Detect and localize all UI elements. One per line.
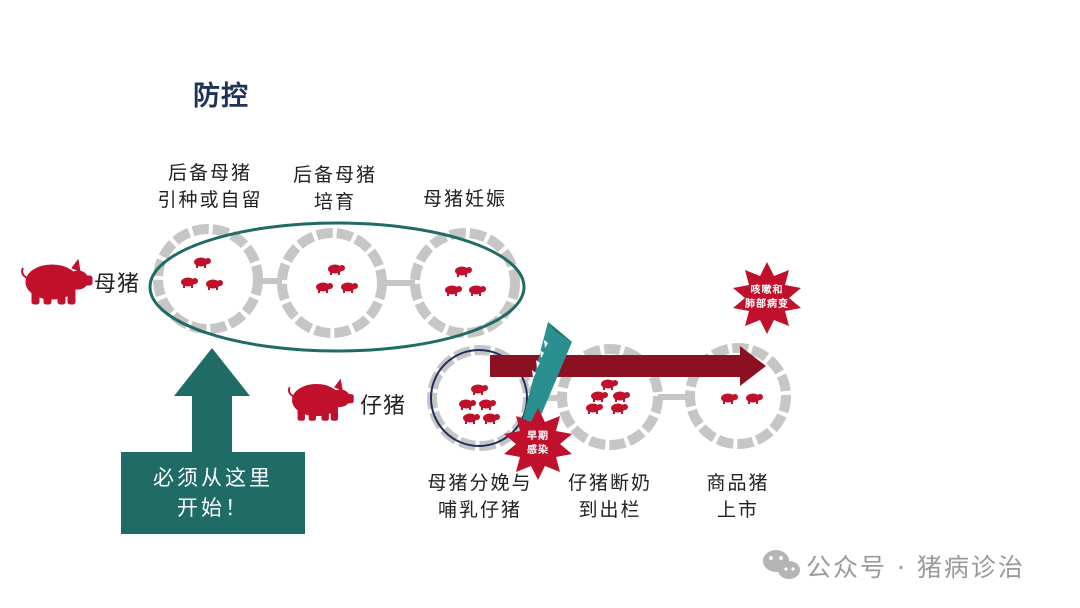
row-label-piglet: 仔猪 xyxy=(360,394,407,419)
wechat-icon xyxy=(763,550,800,579)
page-title: 防控 xyxy=(193,81,249,112)
stage-label-line: 后备母猪 xyxy=(292,164,377,186)
stage-label-line: 母猪分娩与 xyxy=(427,472,533,494)
watermark: 公众号 · 猪病诊治 xyxy=(806,553,1025,582)
sow-pig-icon xyxy=(21,259,94,305)
saw-icon xyxy=(522,322,572,432)
up-arrow xyxy=(174,348,250,452)
stage-label-line: 母猪妊娠 xyxy=(422,188,507,210)
cough-text: 咳嗽和 肺部病变 xyxy=(737,284,797,312)
start-box-line: 开始！ xyxy=(177,496,249,520)
chain-connector-top xyxy=(258,278,415,286)
early-infection-burst xyxy=(504,408,572,480)
cough-burst xyxy=(733,262,801,334)
row-label-sow: 母猪 xyxy=(94,272,141,297)
piglet-pig-icon xyxy=(288,378,355,422)
prevention-ellipse xyxy=(148,221,526,353)
stage-label-line: 培育 xyxy=(313,191,356,213)
chain-ring-3 xyxy=(410,228,520,338)
chain-ring-2 xyxy=(277,228,387,338)
stage-label-line: 上市 xyxy=(716,499,759,521)
stage-label-gilt-introduction: 后备母猪 引种或自留 xyxy=(140,160,280,214)
burst-line: 咳嗽和 xyxy=(750,285,784,296)
stage-label-market: 商品猪 上市 xyxy=(688,470,788,524)
burst-line: 肺部病变 xyxy=(745,299,789,310)
chain-ring-1 xyxy=(153,224,263,334)
stage-label-gilt-rearing: 后备母猪 培育 xyxy=(280,162,390,216)
chain-connector-bottom xyxy=(528,394,690,401)
stage-label-line: 引种或自留 xyxy=(157,189,263,211)
stage-label-line: 商品猪 xyxy=(706,472,770,494)
stage-label-gestation: 母猪妊娠 xyxy=(410,186,520,213)
start-box-line: 必须从这里 xyxy=(153,466,273,490)
burst-line: 感染 xyxy=(527,445,549,456)
stage-label-line: 仔猪断奶 xyxy=(567,472,652,494)
burst-line: 早期 xyxy=(527,431,549,442)
stage-label-line: 哺乳仔猪 xyxy=(437,499,522,521)
farrowing-highlight-circle xyxy=(430,349,528,447)
start-here-box: 必须从这里 开始！ xyxy=(121,452,305,534)
stage-label-line: 后备母猪 xyxy=(167,162,252,184)
stage-label-line: 到出栏 xyxy=(578,499,642,521)
early-infection-text: 早期 感染 xyxy=(513,430,563,458)
stage-label-farrowing: 母猪分娩与 哺乳仔猪 xyxy=(415,470,545,524)
stage-label-weaning: 仔猪断奶 到出栏 xyxy=(555,470,665,524)
